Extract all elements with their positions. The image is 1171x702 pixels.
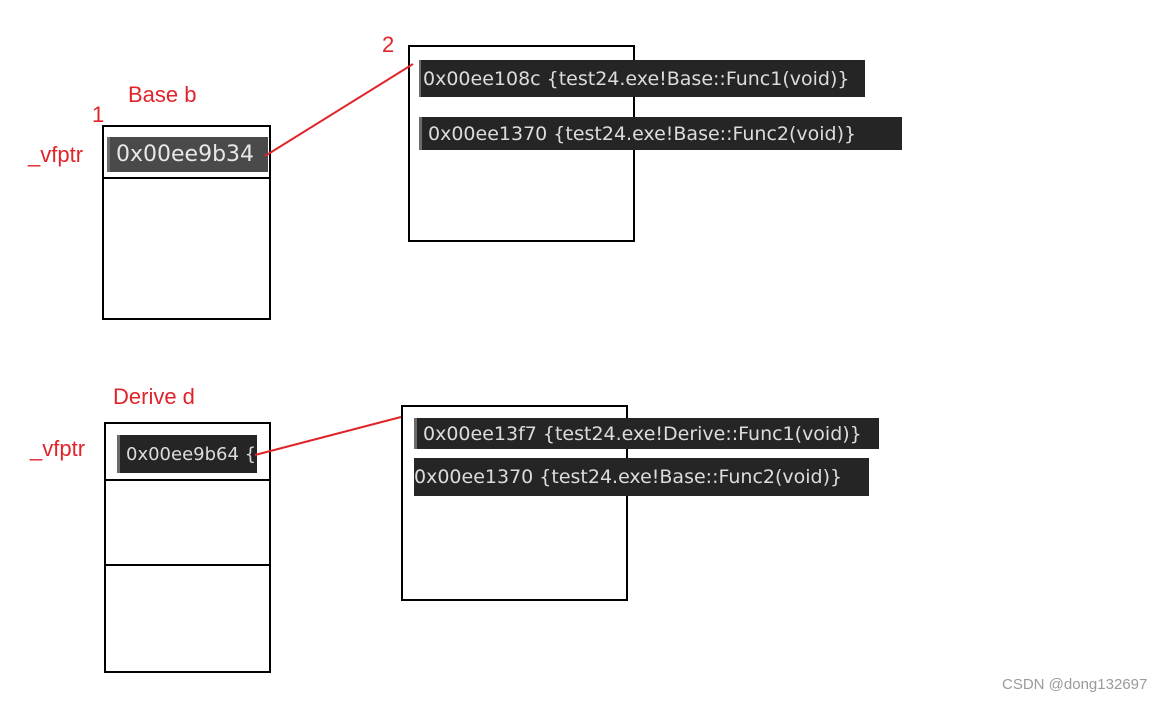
derive-object-divider	[104, 479, 271, 481]
base-vfptr-label: _vfptr	[28, 142, 84, 167]
derive-vtable-entry: 0x00ee13f7 {test24.exe!Derive::Func1(voi…	[414, 418, 879, 449]
derive-vtable-entry: 0x00ee1370 {test24.exe!Base::Func2(void)…	[414, 458, 869, 496]
base-object-title: Base b	[128, 82, 197, 107]
derive-vfptr-value: 0x00ee9b64 {	[117, 435, 257, 473]
value-marker	[117, 435, 120, 473]
value-marker	[419, 60, 421, 97]
derive-vfptr-text: 0x00ee9b64 {	[126, 443, 257, 465]
base-vtable-entry-text: 0x00ee108c {test24.exe!Base::Func1(void)…	[423, 67, 850, 90]
base-vtable-entry: 0x00ee108c {test24.exe!Base::Func1(void)…	[419, 60, 865, 97]
base-object-box	[102, 125, 271, 320]
base-vtable-entry-text: 0x00ee1370 {test24.exe!Base::Func2(void)…	[428, 122, 857, 145]
derive-vtable-entry-text: 0x00ee1370 {test24.exe!Base::Func2(void)…	[414, 466, 843, 488]
derive-vtable-entry-text: 0x00ee13f7 {test24.exe!Derive::Func1(voi…	[423, 422, 862, 445]
base-vfptr-connector	[264, 63, 414, 157]
derive-vfptr-label: _vfptr	[30, 436, 86, 461]
derive-object-box	[104, 422, 271, 673]
base-vfptr-text: 0x00ee9b34	[116, 142, 255, 167]
derive-vfptr-connector	[254, 416, 402, 456]
base-vfptr-value: 0x00ee9b34	[107, 137, 268, 172]
derive-vtable-box	[401, 405, 628, 601]
watermark: CSDN @dong132697	[1002, 676, 1148, 693]
value-marker	[107, 137, 110, 172]
marker-1: 1	[92, 102, 105, 127]
value-marker	[414, 418, 417, 449]
value-marker	[419, 117, 422, 150]
base-vtable-entry: 0x00ee1370 {test24.exe!Base::Func2(void)…	[419, 117, 902, 150]
derive-object-divider	[104, 564, 271, 566]
base-object-divider	[102, 177, 271, 179]
derive-object-title: Derive d	[113, 384, 195, 409]
marker-2: 2	[382, 32, 395, 57]
